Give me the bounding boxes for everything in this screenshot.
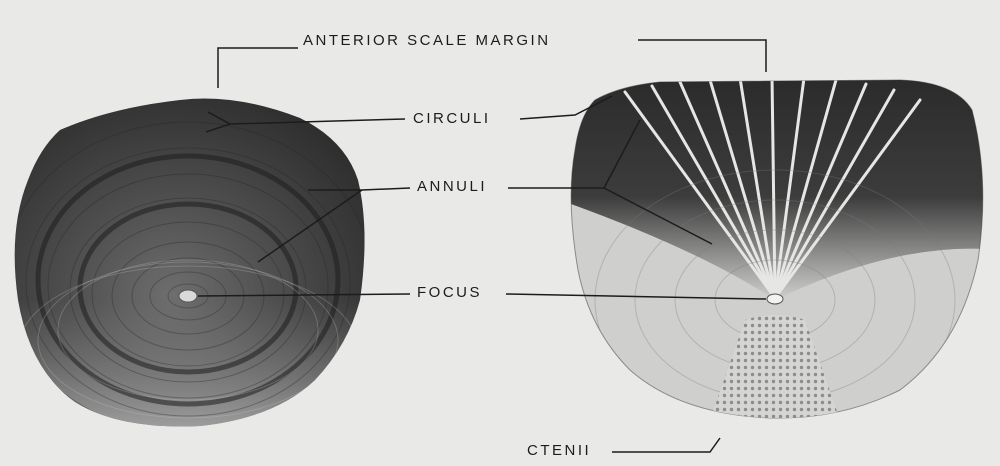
focus-label: FOCUS (414, 284, 485, 302)
ctenoid-scale (560, 70, 1000, 430)
anterior-leader-right (638, 40, 766, 72)
cycloid-scale (0, 98, 380, 440)
ctenoid-focus-spot (767, 294, 783, 304)
circuli-label: CIRCULI (410, 110, 494, 128)
ctenii-label: CTENII (524, 442, 594, 460)
anterior-leader-left (218, 48, 298, 88)
annuli-label: ANNULI (414, 178, 490, 196)
anterior-scale-margin-label: ANTERIOR SCALE MARGIN (300, 32, 554, 50)
ctenii-leader (612, 438, 720, 452)
cycloid-focus-spot (179, 290, 197, 302)
annuli-leader-left-h (362, 188, 410, 190)
